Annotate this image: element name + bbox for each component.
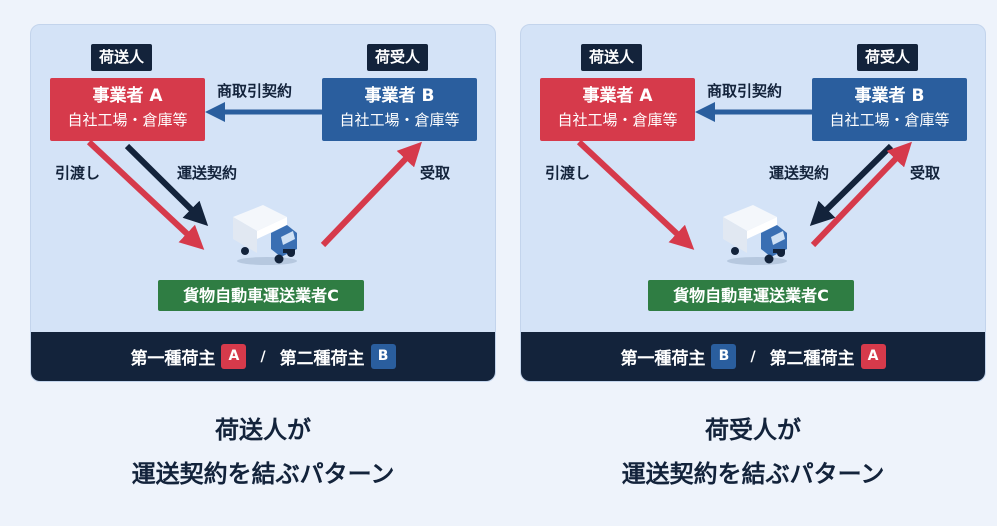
second-shipper-badge: A — [860, 344, 886, 369]
trade-contract-label: 商取引契約 — [707, 82, 783, 100]
sender-tag: 荷送人 — [91, 44, 153, 71]
second-shipper-label: 第二種荷主 — [769, 349, 855, 369]
business-b-sub: 自社工場・倉庫等 — [829, 111, 950, 129]
pattern-caption-receiver: 荷受人が 運送契約を結ぶパターン — [520, 408, 986, 496]
business-b-box: 事業者 B 自社工場・倉庫等 — [322, 78, 477, 141]
truck-icon — [233, 205, 297, 265]
caption-line-1: 荷受人が — [705, 416, 801, 444]
business-a-box: 事業者 A 自社工場・倉庫等 — [50, 78, 205, 141]
shipper-type-bar: 第一種荷主 A / 第二種荷主 B — [31, 332, 495, 381]
shipper-type-bar: 第一種荷主 B / 第二種荷主 A — [521, 332, 985, 381]
caption-line-1: 荷送人が — [215, 416, 311, 444]
receive-label: 受取 — [420, 164, 451, 182]
receive-arrow — [810, 141, 912, 248]
business-a-name: 事業者 A — [92, 86, 163, 106]
first-shipper-badge: B — [711, 344, 737, 369]
business-a-sub: 自社工場・倉庫等 — [67, 111, 188, 129]
receive-arrow — [320, 141, 422, 248]
handover-arrow — [86, 139, 205, 250]
business-b-name: 事業者 B — [854, 86, 925, 106]
trade-contract-label: 商取引契約 — [217, 82, 293, 100]
first-shipper-badge: A — [221, 344, 247, 369]
first-shipper-label: 第一種荷主 — [130, 349, 216, 369]
carrier-box: 貨物自動車運送業者C — [158, 280, 364, 311]
business-a-name: 事業者 A — [582, 86, 653, 106]
carrier-box: 貨物自動車運送業者C — [648, 280, 854, 311]
handover-label: 引渡し — [545, 164, 591, 182]
business-b-box: 事業者 B 自社工場・倉庫等 — [812, 78, 967, 141]
pattern-panel-sender: 荷送人 荷受人 事業者 A 自社工場・倉庫等 事業者 B 自社工場・倉庫等 商取… — [30, 24, 496, 382]
receiver-tag: 荷受人 — [857, 44, 919, 71]
flow-arrows — [576, 102, 912, 250]
business-a-sub: 自社工場・倉庫等 — [557, 111, 678, 129]
transport-contract-arrow — [124, 143, 209, 227]
sender-tag: 荷送人 — [581, 44, 643, 71]
pattern-caption-sender: 荷送人が 運送契約を結ぶパターン — [30, 408, 496, 496]
transport-contract-label: 運送契約 — [177, 164, 238, 182]
receive-label: 受取 — [910, 164, 941, 182]
transport-contract-label: 運送契約 — [769, 164, 830, 182]
business-a-box: 事業者 A 自社工場・倉庫等 — [540, 78, 695, 141]
flow-arrows — [86, 102, 422, 250]
business-b-sub: 自社工場・倉庫等 — [339, 111, 460, 129]
business-b-name: 事業者 B — [364, 86, 435, 106]
second-shipper-label: 第二種荷主 — [279, 349, 365, 369]
second-shipper-badge: B — [370, 344, 396, 369]
pattern-panel-receiver: 荷送人 荷受人 事業者 A 自社工場・倉庫等 事業者 B 自社工場・倉庫等 商取… — [520, 24, 986, 382]
handover-arrow — [576, 139, 695, 250]
handover-label: 引渡し — [55, 164, 101, 182]
separator: / — [260, 348, 266, 365]
transport-contract-arrow — [809, 143, 894, 227]
truck-icon — [723, 205, 787, 265]
receiver-tag: 荷受人 — [367, 44, 429, 71]
caption-line-2: 運送契約を結ぶパターン — [621, 460, 885, 488]
caption-line-2: 運送契約を結ぶパターン — [131, 460, 395, 488]
first-shipper-label: 第一種荷主 — [620, 349, 706, 369]
separator: / — [750, 348, 756, 365]
